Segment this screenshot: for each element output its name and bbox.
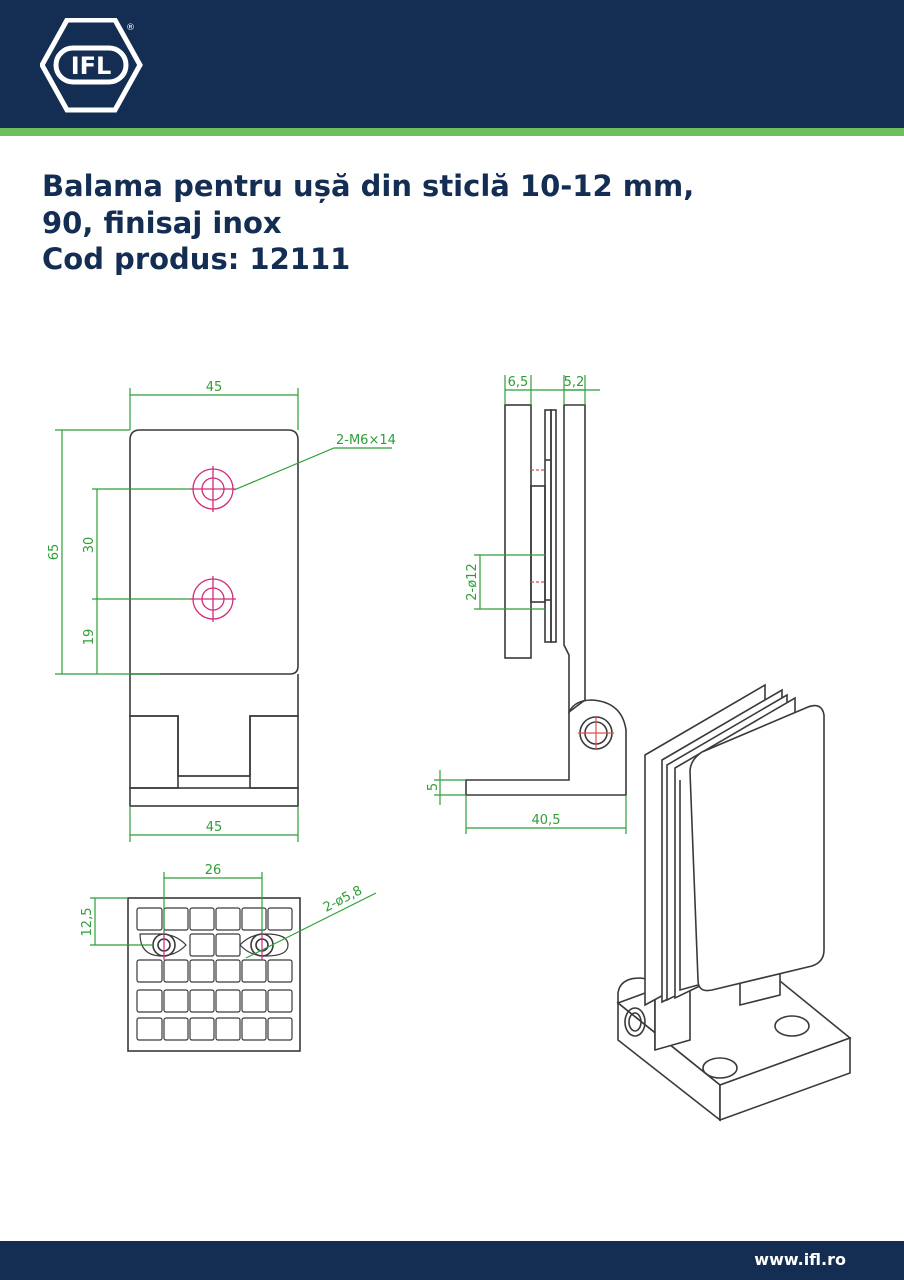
isometric-view [616, 683, 852, 1122]
product-title: Balama pentru ușă din sticlă 10-12 mm, 9… [42, 168, 822, 278]
registered-mark: ® [126, 23, 135, 33]
footer-bar: www.ifl.ro [0, 1241, 904, 1280]
footer-website-link[interactable]: www.ifl.ro [754, 1250, 846, 1269]
header-bar [0, 0, 904, 128]
dim-bottom-hole-spacing: 26 [205, 863, 222, 878]
product-code: Cod produs: 12111 [42, 242, 351, 276]
hole-callout-d58: 2-ø5,8 [321, 883, 365, 915]
dim-base-thickness: 5 [426, 783, 441, 791]
title-line-1: Balama pentru ușă din sticlă 10-12 mm, [42, 169, 695, 203]
title-line-2: 90, finisaj inox [42, 205, 282, 240]
dim-bottom-offset: 12,5 [80, 908, 95, 937]
dim-diameter: 2-ø12 [465, 563, 480, 600]
header-accent-stripe [0, 128, 904, 136]
dim-width-top: 45 [206, 380, 223, 395]
hole-callout-m6: 2-M6×14 [336, 433, 396, 448]
front-view [55, 388, 392, 842]
dim-height-total: 65 [47, 544, 62, 561]
technical-drawing: 45 65 30 19 45 2-M6×14 26 12,5 2-ø5,8 6,… [47, 375, 852, 1122]
side-view [434, 375, 627, 834]
dim-plate-thickness: 6,5 [508, 375, 529, 390]
ifl-logo: IFL ® [40, 18, 143, 113]
dim-width-bottom: 45 [206, 820, 223, 835]
bottom-view [90, 872, 377, 1052]
dim-hole-offset: 19 [82, 629, 97, 646]
dim-base-length: 40,5 [532, 813, 561, 828]
dim-gap: 5,2 [564, 375, 585, 390]
dim-hole-spacing: 30 [82, 537, 97, 554]
logo-text: IFL [71, 52, 112, 80]
